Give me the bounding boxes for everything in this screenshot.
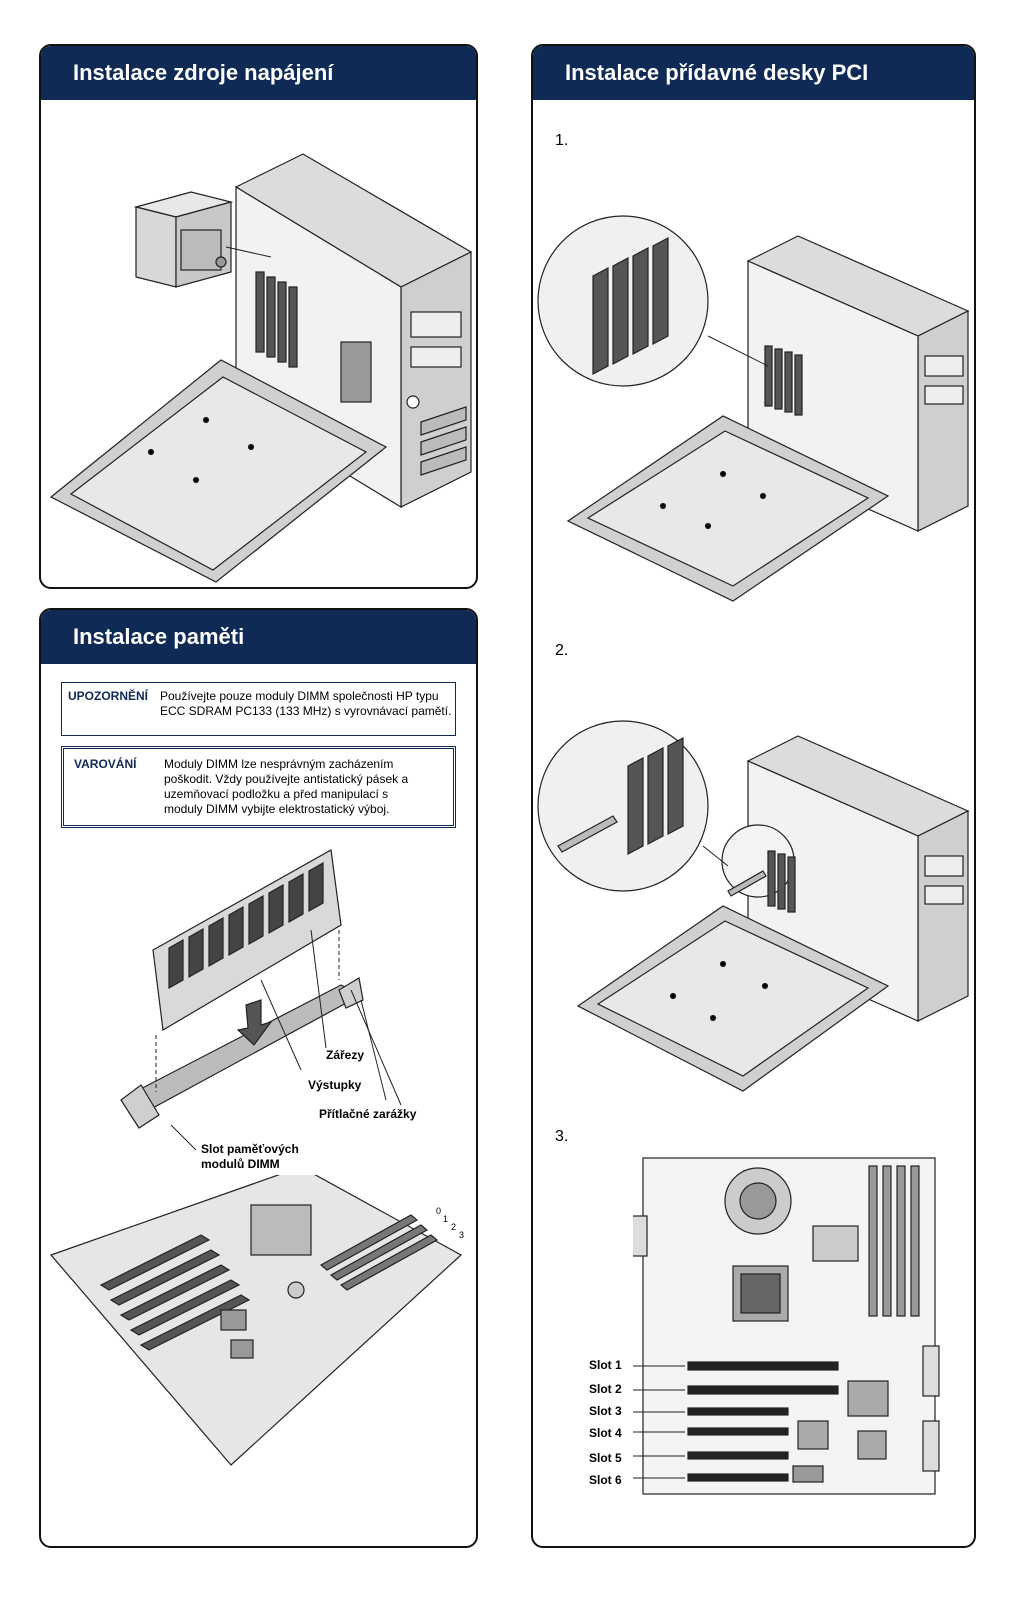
pci-panel-title: Instalace přídavné desky PCI [533,46,974,100]
memory-panel: Instalace paměti UPOZORNĚNÍ Používejte p… [39,608,478,1548]
callout-dimm-slot: Slot paměťových modulů DIMM [201,1142,299,1171]
pci-slot-5-label: Slot 5 [589,1451,622,1465]
pci-motherboard-illustration [633,1157,940,1495]
pci-slot-4-label: Slot 4 [589,1426,622,1440]
board-slot-number-1: 1 [443,1214,449,1224]
board-slot-number-2: 2 [451,1222,457,1232]
psu-installation-illustration [49,153,473,583]
pci-step-2-illustration [537,720,970,1092]
pci-slot-3-label: Slot 3 [589,1404,622,1418]
motherboard-memory-illustration [49,1175,463,1466]
callout-notches: Zářezy [326,1048,365,1062]
psu-panel-title: Instalace zdroje napájení [41,46,476,100]
caution-label: UPOZORNĚNÍ [68,689,149,703]
pci-slot-6-label: Slot 6 [589,1473,622,1487]
callout-clips: Přítlačné zarážky [319,1107,417,1121]
step-2-number: 2. [555,642,569,659]
pci-slot-2-label: Slot 2 [589,1382,622,1396]
pci-slot-1-label: Slot 1 [589,1358,622,1372]
caution-notice: UPOZORNĚNÍ Používejte pouze moduly DIMM … [61,682,456,736]
warning-text: Moduly DIMM lze nesprávným zacházením po… [164,757,409,816]
board-slot-number-0: 0 [436,1206,442,1216]
board-slot-number-3: 3 [459,1230,465,1240]
warning-notice: VAROVÁNÍ Moduly DIMM lze nesprávným zach… [61,746,456,828]
warning-label: VAROVÁNÍ [74,757,137,771]
psu-panel: Instalace zdroje napájení [39,44,478,589]
pci-step-1-illustration [537,215,970,602]
pci-panel: Instalace přídavné desky PCI 1. [531,44,976,1548]
caution-text: Používejte pouze moduly DIMM společnosti… [160,689,452,718]
step-1-number: 1. [555,132,569,149]
callout-keys: Výstupky [308,1078,362,1092]
dimm-installation-illustration [120,849,402,1151]
memory-panel-title: Instalace paměti [41,610,476,664]
step-3-number: 3. [555,1128,569,1145]
